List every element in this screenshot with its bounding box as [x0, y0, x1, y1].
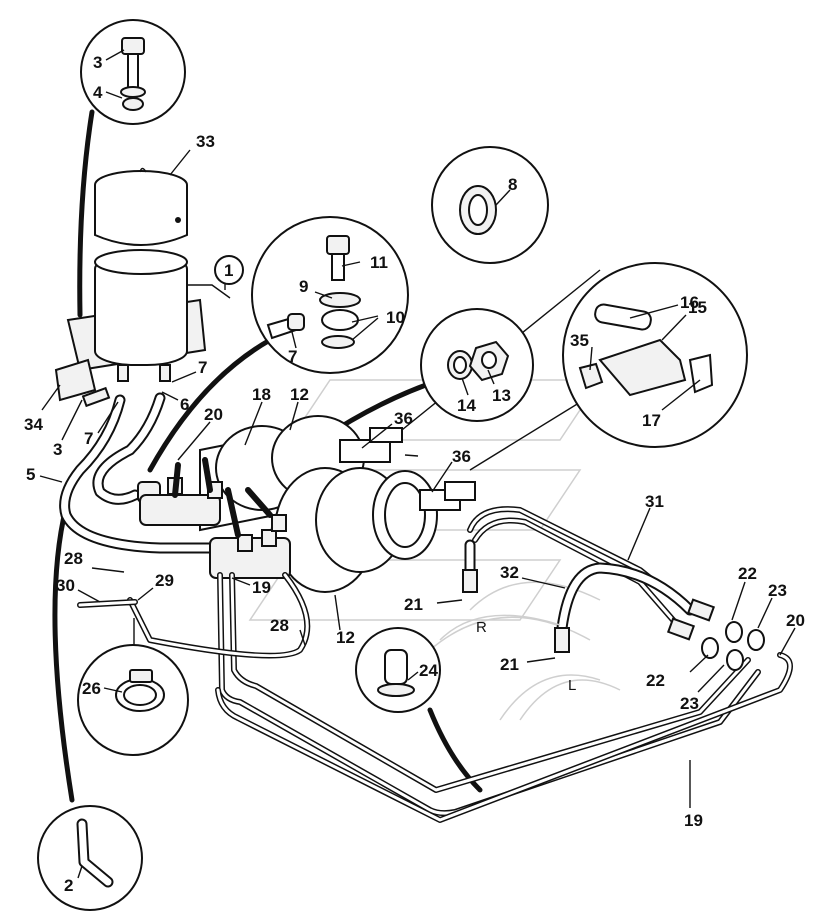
detail-circle-pin	[355, 627, 441, 713]
reference-circle	[214, 255, 244, 285]
part-label: 24	[419, 661, 438, 680]
side-mark-right: R	[476, 619, 487, 636]
part-label: 28	[64, 549, 83, 568]
part-label: 9	[299, 277, 308, 296]
detail-circle-elbow	[37, 805, 143, 911]
part-label: 13	[492, 386, 511, 405]
flexible-hose	[439, 539, 765, 721]
part-label: 35	[570, 331, 589, 350]
reservoir-hoses	[59, 392, 216, 554]
side-mark-left: L	[568, 677, 576, 694]
part-label: 36	[452, 447, 471, 466]
part-label: 29	[155, 571, 174, 590]
part-label: 11	[370, 253, 388, 272]
part-label: 7	[288, 347, 297, 366]
part-label: 22	[738, 564, 757, 583]
part-label: 34	[24, 415, 43, 434]
part-label: 31	[645, 492, 664, 511]
part-label: 18	[252, 385, 271, 404]
part-label: 21	[404, 595, 423, 614]
part-label: 1	[224, 261, 233, 280]
part-label: 33	[196, 132, 215, 151]
label-leaders	[39, 49, 796, 879]
part-label: 12	[290, 385, 309, 404]
detail-circle-banjo	[251, 216, 409, 374]
part-label: 28	[270, 616, 289, 635]
part-label: 7	[198, 358, 207, 377]
part-label: 23	[680, 694, 699, 713]
part-label: 10	[386, 308, 405, 327]
part-label: 23	[768, 581, 787, 600]
part-label: 17	[642, 411, 661, 430]
brake-servo-units	[137, 415, 476, 593]
reservoir-assembly	[54, 167, 231, 408]
part-label: 16	[680, 293, 699, 312]
part-label: 20	[786, 611, 805, 630]
detail-circle-nut-washer	[420, 308, 534, 422]
detail-circle-grommet	[431, 146, 549, 264]
brake-pipes	[77, 457, 793, 823]
part-label: 15	[688, 298, 707, 317]
part-label: 22	[646, 671, 665, 690]
part-label: 5	[26, 465, 35, 484]
side-marks: R L	[476, 619, 576, 694]
part-label: 20	[204, 405, 223, 424]
part-label: 32	[500, 563, 519, 582]
part-label: 30	[56, 576, 75, 595]
part-label: 8	[508, 175, 517, 194]
part-label: 7	[84, 429, 93, 448]
part-label: 26	[82, 679, 101, 698]
detail-circle-bolt-washer	[80, 19, 186, 125]
part-label: 3	[93, 53, 102, 72]
part-label: 36	[394, 409, 413, 428]
part-label: 3	[53, 440, 62, 459]
part-label: 14	[457, 396, 476, 415]
detail-circle-hose-clamp	[77, 644, 189, 756]
part-label: 19	[252, 578, 271, 597]
part-label: 4	[93, 83, 103, 102]
part-label: 2	[64, 876, 73, 895]
part-label: 12	[336, 628, 355, 647]
part-label: 19	[684, 811, 703, 830]
part-label: 6	[180, 395, 189, 414]
part-label: 21	[500, 655, 519, 674]
part-number-labels: 3 4 33 1 34 3 7 7 6 5 20 18 12 11 9 10 7…	[24, 53, 805, 895]
